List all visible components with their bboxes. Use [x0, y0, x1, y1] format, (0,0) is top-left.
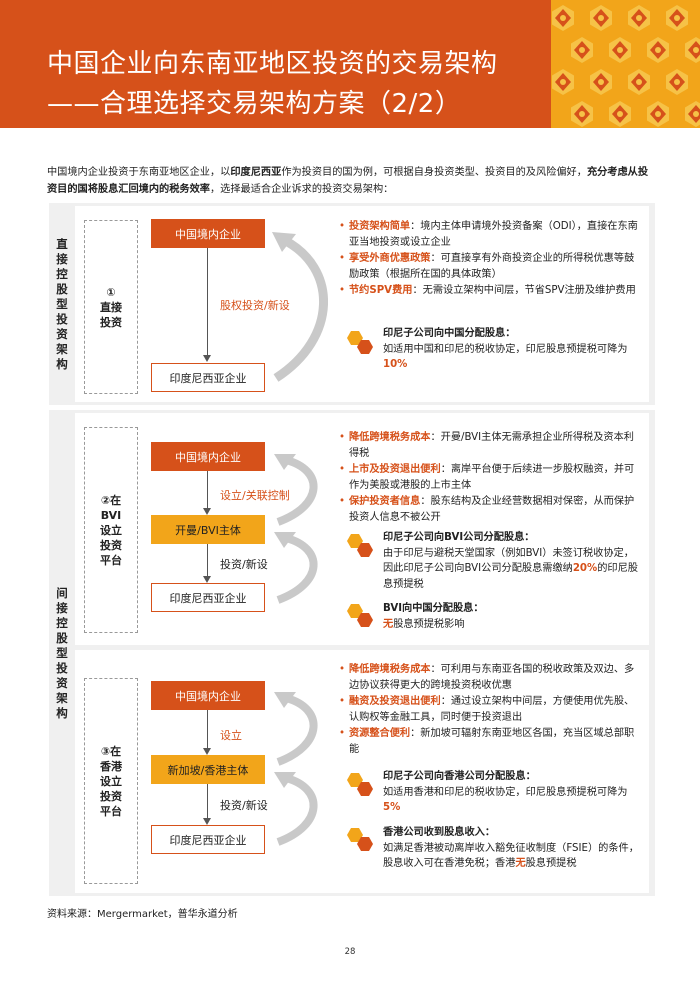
intro-text-3: ，选择最适合企业诉求的投资交易架构： — [210, 184, 394, 195]
hk-dividend-note-1: 印尼子公司向香港公司分配股息： 如适用香港和印尼的税收协定，印尼股息预提税可降为… — [383, 769, 639, 816]
node-china-enterprise: 中国境内企业 — [151, 219, 265, 248]
box-number: ②在 — [100, 493, 122, 507]
bvi-flow-line-1 — [207, 471, 208, 510]
title-line-1: 中国企业向东南亚地区投资的交易架构 — [47, 49, 498, 79]
dividend-return-arrow-icon — [274, 532, 318, 604]
node-cayman-bvi-entity: 开曼/BVI主体 — [151, 515, 265, 544]
list-item: 降低跨境税务成本：可利用与东南亚各国的税收政策及双边、多边协议获得更大的跨境投资… — [339, 662, 644, 693]
list-item: 投资架构简单：境内主体申请境外投资备案（ODI），直接在东南亚当地投资或设立企业 — [339, 219, 639, 250]
edge-establish-control: 设立/关联控制 — [220, 489, 290, 502]
list-item: 享受外商优惠政策：可直接享有外商投资企业的所得税优惠等鼓励政策（根据所在国的具体… — [339, 251, 639, 282]
note-title: 印尼子公司向香港公司分配股息： — [383, 771, 536, 782]
intro-bold-1: 印度尼西亚 — [230, 167, 282, 178]
list-item: 融资及投资退出便利：通过设立架构中间层，方便使用优先股、认购权等金融工具，同时便… — [339, 694, 644, 725]
arrow-down-icon — [203, 355, 211, 362]
note-title: 印尼子公司向中国分配股息： — [383, 328, 516, 339]
direct-flow-line — [207, 248, 208, 356]
list-item: 上市及投资退出便利：离岸平台便于后续进一步股权融资，并可作为美股或港股的上市主体 — [339, 462, 644, 493]
edge-invest-new: 投资/新设 — [220, 799, 268, 812]
box-label: 直接投资 — [100, 300, 122, 329]
box-label-bvi: BVI — [100, 508, 122, 522]
note-title: BVI向中国分配股息： — [383, 603, 484, 614]
hexagon-icon — [347, 604, 373, 627]
dividend-return-arrow-icon — [274, 692, 318, 766]
node-indonesia-enterprise: 印度尼西亚企业 — [151, 363, 265, 392]
arrow-down-icon — [203, 508, 211, 515]
arrow-down-icon — [203, 576, 211, 583]
dividend-return-arrow-icon — [274, 772, 318, 846]
direct-dividend-note: 印尼子公司向中国分配股息： 如适用中国和印尼的税收协定，印尼股息预提税可降为10… — [383, 326, 639, 373]
box-number: ① — [106, 285, 116, 299]
edge-equity-investment: 股权投资/新设 — [220, 299, 290, 312]
hk-platform-box: ③在 香港设立投资平台 — [84, 678, 138, 884]
direct-structure-label: 直接控股型投资架构 — [56, 236, 68, 371]
bvi-platform-box: ②在 BVI 设立投资平台 — [84, 427, 138, 633]
hk-dividend-note-2: 香港公司收到股息收入： 如满足香港被动离岸收入豁免征收制度（FSIE）的条件，股… — [383, 825, 645, 872]
header-banner: 中国企业向东南亚地区投资的交易架构 ——合理选择交易架构方案（2/2） — [0, 0, 700, 128]
list-item: 资源整合便利：新加坡可辐射东南亚地区各国，充当区域总部职能 — [339, 726, 644, 757]
box-number: ③在 — [100, 744, 122, 758]
hexagon-icon — [347, 828, 373, 851]
edge-establish: 设立 — [220, 729, 242, 742]
bvi-flow-line-2 — [207, 544, 208, 577]
arrow-down-icon — [203, 818, 211, 825]
page-title: 中国企业向东南亚地区投资的交易架构 ——合理选择交易架构方案（2/2） — [47, 44, 498, 124]
box-label: 香港设立投资平台 — [100, 759, 122, 818]
node-china-enterprise: 中国境内企业 — [151, 681, 265, 710]
hk-flow-line-1 — [207, 710, 208, 750]
edge-invest-new: 投资/新设 — [220, 558, 268, 571]
intro-text-1: 中国境内企业投资于东南亚地区企业，以 — [47, 167, 231, 178]
box-label: 设立投资平台 — [100, 523, 122, 567]
indirect-structure-label: 间接控股型投资架构 — [56, 585, 68, 720]
decorative-pattern — [551, 0, 700, 128]
intro-bold-2: 充分考虑从投资目的国将股息汇回境内的税务效率 — [47, 167, 649, 195]
node-singapore-hk-entity: 新加坡/香港主体 — [151, 755, 265, 784]
hk-flow-line-2 — [207, 784, 208, 819]
direct-investment-box: ① 直接投资 — [84, 220, 138, 394]
node-indonesia-enterprise: 印度尼西亚企业 — [151, 583, 265, 612]
note-title: 香港公司收到股息收入： — [383, 827, 496, 838]
dividend-return-arrow-icon — [272, 232, 328, 382]
list-item: 保护投资者信息：股东结构及企业经营数据相对保密，从而保护投资人信息不被公开 — [339, 494, 644, 525]
hexagon-icon — [347, 773, 373, 796]
intro-paragraph: 中国境内企业投资于东南亚地区企业，以印度尼西亚作为投资目的国为例，可根据自身投资… — [47, 164, 657, 198]
title-line-2: ——合理选择交易架构方案（2/2） — [47, 89, 462, 119]
bvi-dividend-note-1: 印尼子公司向BVI公司分配股息： 由于印尼与避税天堂国家（例如BVI）未签订税收… — [383, 530, 643, 592]
list-item: 节约SPV费用：无需设立架构中间层，节省SPV注册及维护费用 — [339, 283, 639, 299]
note-title: 印尼子公司向BVI公司分配股息： — [383, 532, 535, 543]
list-item: 降低跨境税务成本：开曼/BVI主体无需承担企业所得税及资本利得税 — [339, 430, 644, 461]
hk-benefits-list: 降低跨境税务成本：可利用与东南亚各国的税收政策及双边、多边协议获得更大的跨境投资… — [339, 662, 644, 758]
intro-text-2: 作为投资目的国为例，可根据自身投资类型、投资目的及风险偏好， — [281, 167, 587, 178]
node-china-enterprise: 中国境内企业 — [151, 442, 265, 471]
hexagon-icon — [347, 331, 373, 354]
page-number: 28 — [344, 947, 356, 957]
arrow-down-icon — [203, 748, 211, 755]
bvi-dividend-note-2: BVI向中国分配股息： 无股息预提税影响 — [383, 601, 639, 632]
hexagon-icon — [347, 534, 373, 557]
bvi-benefits-list: 降低跨境税务成本：开曼/BVI主体无需承担企业所得税及资本利得税 上市及投资退出… — [339, 430, 644, 526]
direct-benefits-list: 投资架构简单：境内主体申请境外投资备案（ODI），直接在东南亚当地投资或设立企业… — [339, 219, 639, 300]
source-note: 资料来源：Mergermarket，普华永道分析 — [47, 909, 238, 920]
node-indonesia-enterprise: 印度尼西亚企业 — [151, 825, 265, 854]
pattern-icon — [552, 5, 700, 127]
dividend-return-arrow-icon — [274, 454, 318, 526]
